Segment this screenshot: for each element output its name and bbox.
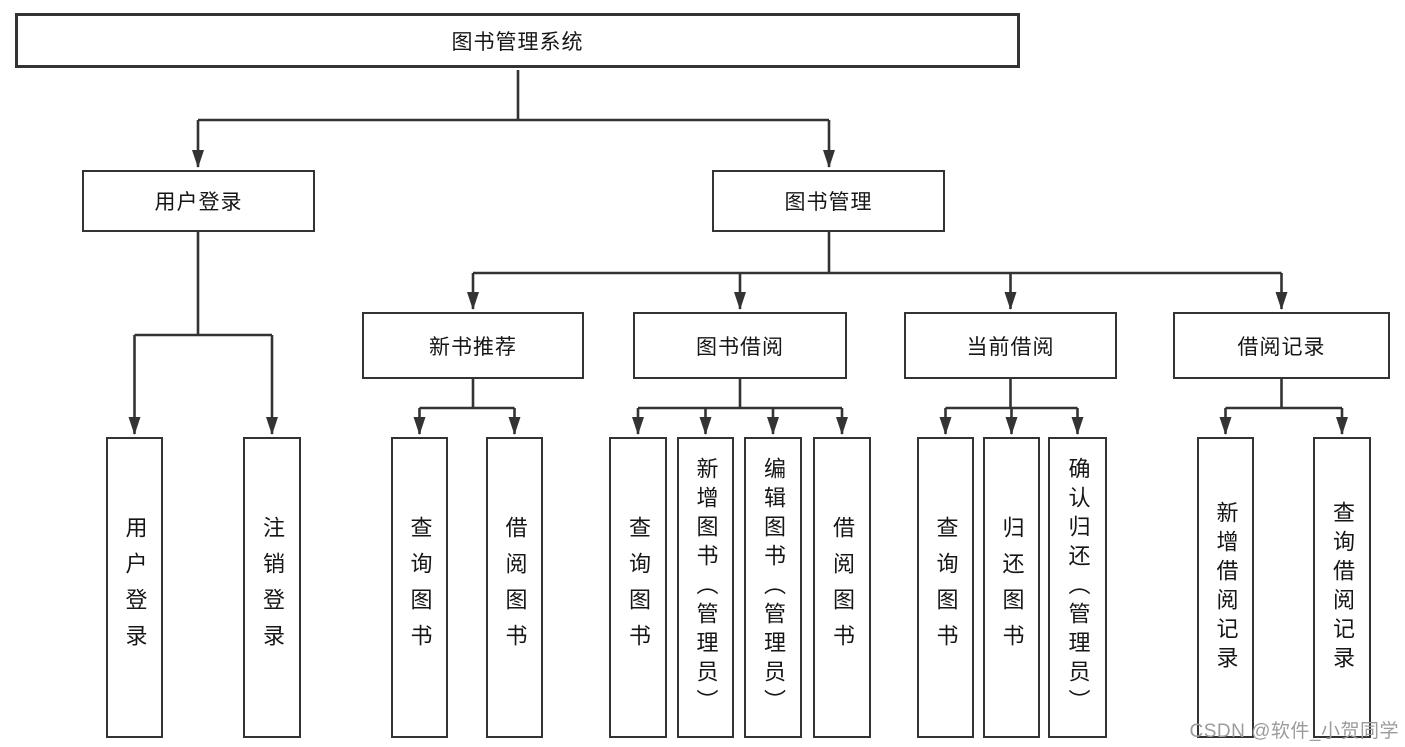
node-leaf-borrow-book-1: 借阅图书 (486, 437, 543, 738)
node-book-borrowing: 图书借阅 (633, 312, 847, 379)
node-leaf-add-borrow-record: 新增借阅记录 (1197, 437, 1254, 738)
node-label: 查询借阅记录 (1330, 500, 1355, 675)
node-label: 借阅图书 (830, 515, 855, 660)
node-leaf-edit-book-admin: 编辑图书（管理员） (744, 437, 802, 738)
node-label: 借阅图书 (502, 515, 528, 660)
node-label: 确认归还（管理员） (1065, 457, 1091, 718)
node-label: 借阅记录 (1237, 335, 1326, 359)
node-library-system: 图书管理系统 (15, 13, 1020, 68)
node-current-borrowing: 当前借阅 (904, 312, 1117, 379)
node-leaf-borrow-book-2: 借阅图书 (813, 437, 871, 738)
node-label: 图书管理 (784, 191, 873, 214)
csdn-watermark: CSDN @软件_小贺同学 (1189, 721, 1399, 742)
node-leaf-logout: 注销登录 (243, 437, 301, 738)
node-label: 图书借阅 (696, 335, 784, 359)
node-new-book-recommendation: 新书推荐 (362, 312, 584, 379)
node-label: 用户登录 (122, 515, 148, 660)
node-leaf-user-login: 用户登录 (106, 437, 163, 738)
node-leaf-query-borrow-record: 查询借阅记录 (1313, 437, 1371, 738)
node-label: 新增图书（管理员） (693, 457, 719, 718)
node-label: 查询图书 (407, 515, 433, 660)
node-label: 归还图书 (999, 515, 1025, 660)
node-label: 图书管理系统 (451, 30, 584, 54)
node-label: 用户登录 (154, 191, 243, 214)
node-label: 当前借阅 (966, 335, 1055, 359)
node-label: 编辑图书（管理员） (761, 457, 786, 718)
node-leaf-add-book-admin: 新增图书（管理员） (677, 437, 734, 738)
node-leaf-query-book-1: 查询图书 (391, 437, 448, 738)
node-label: 查询图书 (626, 515, 651, 660)
node-leaf-query-book-2: 查询图书 (609, 437, 667, 738)
node-book-management: 图书管理 (712, 170, 945, 232)
node-label: 注销登录 (260, 515, 285, 660)
node-leaf-query-book-3: 查询图书 (917, 437, 974, 738)
node-label: 新增借阅记录 (1213, 500, 1239, 675)
node-user-login: 用户登录 (82, 170, 315, 232)
node-leaf-return-book: 归还图书 (983, 437, 1040, 738)
node-leaf-confirm-return-admin: 确认归还（管理员） (1048, 437, 1107, 738)
node-label: 新书推荐 (429, 335, 517, 359)
node-borrowing-records: 借阅记录 (1173, 312, 1390, 379)
node-label: 查询图书 (933, 515, 959, 660)
